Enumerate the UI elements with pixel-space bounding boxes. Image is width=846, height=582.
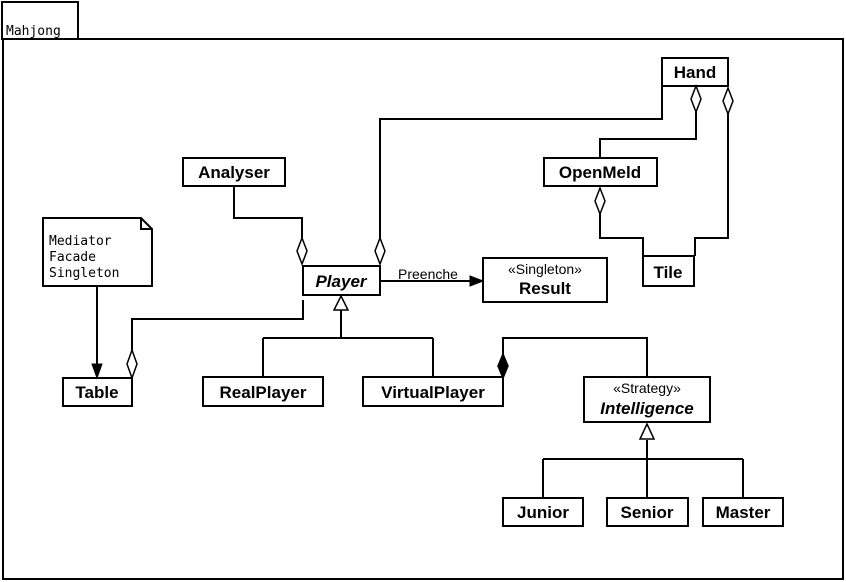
- class-table-name: Table: [75, 383, 118, 402]
- player-generalization-triangle: [332, 294, 350, 311]
- class-hand-name: Hand: [674, 63, 717, 82]
- virtualplayer-intelligence-line: [502, 337, 648, 377]
- virtualplayer-intelligence-composition-diamond: [497, 352, 509, 380]
- connections: [96, 86, 744, 498]
- class-tile-name: Tile: [654, 263, 683, 282]
- class-realplayer: RealPlayer: [202, 376, 324, 407]
- hand-openmeld-line: [599, 112, 697, 158]
- player-result-association-label: Preenche: [398, 266, 458, 282]
- class-intelligence-box: [583, 376, 711, 423]
- note-line-3: Singleton: [49, 266, 119, 281]
- player-analyser-aggregation-diamond: [296, 235, 308, 267]
- class-table-box: [62, 377, 133, 407]
- player-table-line: [131, 300, 304, 350]
- class-result: «Singleton» Result: [482, 257, 608, 303]
- class-senior: Senior: [606, 497, 689, 527]
- package-name: Mahjong: [6, 24, 61, 39]
- player-result-arrowhead: [469, 275, 485, 287]
- hand-openmeld-aggregation-diamond: [690, 83, 702, 115]
- class-master: Master: [702, 497, 784, 527]
- class-result-box: [482, 257, 608, 303]
- player-hand-aggregation-diamond: [374, 235, 386, 267]
- class-result-stereotype: «Singleton»: [508, 261, 582, 277]
- class-openmeld-box: [543, 157, 658, 187]
- class-master-box: [702, 497, 784, 527]
- class-realplayer-name: RealPlayer: [220, 383, 307, 402]
- hand-tile-aggregation-diamond: [722, 85, 734, 117]
- hand-player-line: [379, 86, 663, 238]
- class-result-name: Result: [519, 279, 571, 298]
- hand-tile-line: [694, 114, 729, 256]
- class-analyser-box: [182, 157, 286, 187]
- class-junior-box: [502, 497, 584, 527]
- class-hand: Hand: [661, 57, 729, 87]
- class-analyser: Analyser: [182, 157, 286, 187]
- class-master-name: Master: [716, 503, 771, 522]
- class-junior: Junior: [502, 497, 584, 527]
- class-virtualplayer-box: [362, 376, 504, 407]
- class-junior-name: Junior: [517, 503, 569, 522]
- class-virtualplayer-name: VirtualPlayer: [381, 383, 485, 402]
- class-senior-name: Senior: [621, 503, 674, 522]
- class-tile-box: [642, 255, 695, 287]
- openmeld-tile-line: [599, 214, 644, 256]
- class-player: Player: [302, 265, 381, 296]
- note-fold: [140, 218, 152, 230]
- class-table: Table: [62, 377, 133, 407]
- analyser-player-line: [233, 186, 303, 238]
- note-body: [42, 217, 153, 287]
- class-tile: Tile: [642, 255, 695, 287]
- class-player-box: [302, 265, 381, 296]
- class-openmeld: OpenMeld: [543, 157, 658, 187]
- class-realplayer-box: [202, 376, 324, 407]
- class-player-name: Player: [315, 272, 367, 291]
- note-line-2: Facade: [49, 250, 96, 265]
- class-hand-box: [661, 57, 729, 87]
- relationship-markers: [91, 83, 734, 440]
- class-senior-box: [606, 497, 689, 527]
- class-intelligence-name: Intelligence: [600, 399, 694, 418]
- table-player-aggregation-diamond: [126, 347, 138, 381]
- note-line-1: Mediator: [49, 234, 112, 249]
- class-intelligence: «Strategy» Intelligence: [583, 376, 711, 423]
- openmeld-tile-aggregation-diamond: [594, 185, 606, 217]
- class-analyser-name: Analyser: [198, 163, 270, 182]
- intelligence-generalization-triangle: [638, 422, 656, 440]
- class-intelligence-stereotype: «Strategy»: [613, 380, 681, 396]
- pattern-note: Mediator Facade Singleton: [42, 217, 153, 287]
- class-openmeld-name: OpenMeld: [559, 163, 641, 182]
- note-table-arrowhead: [91, 363, 103, 380]
- class-virtualplayer: VirtualPlayer: [362, 376, 504, 407]
- package-body: [2, 38, 844, 580]
